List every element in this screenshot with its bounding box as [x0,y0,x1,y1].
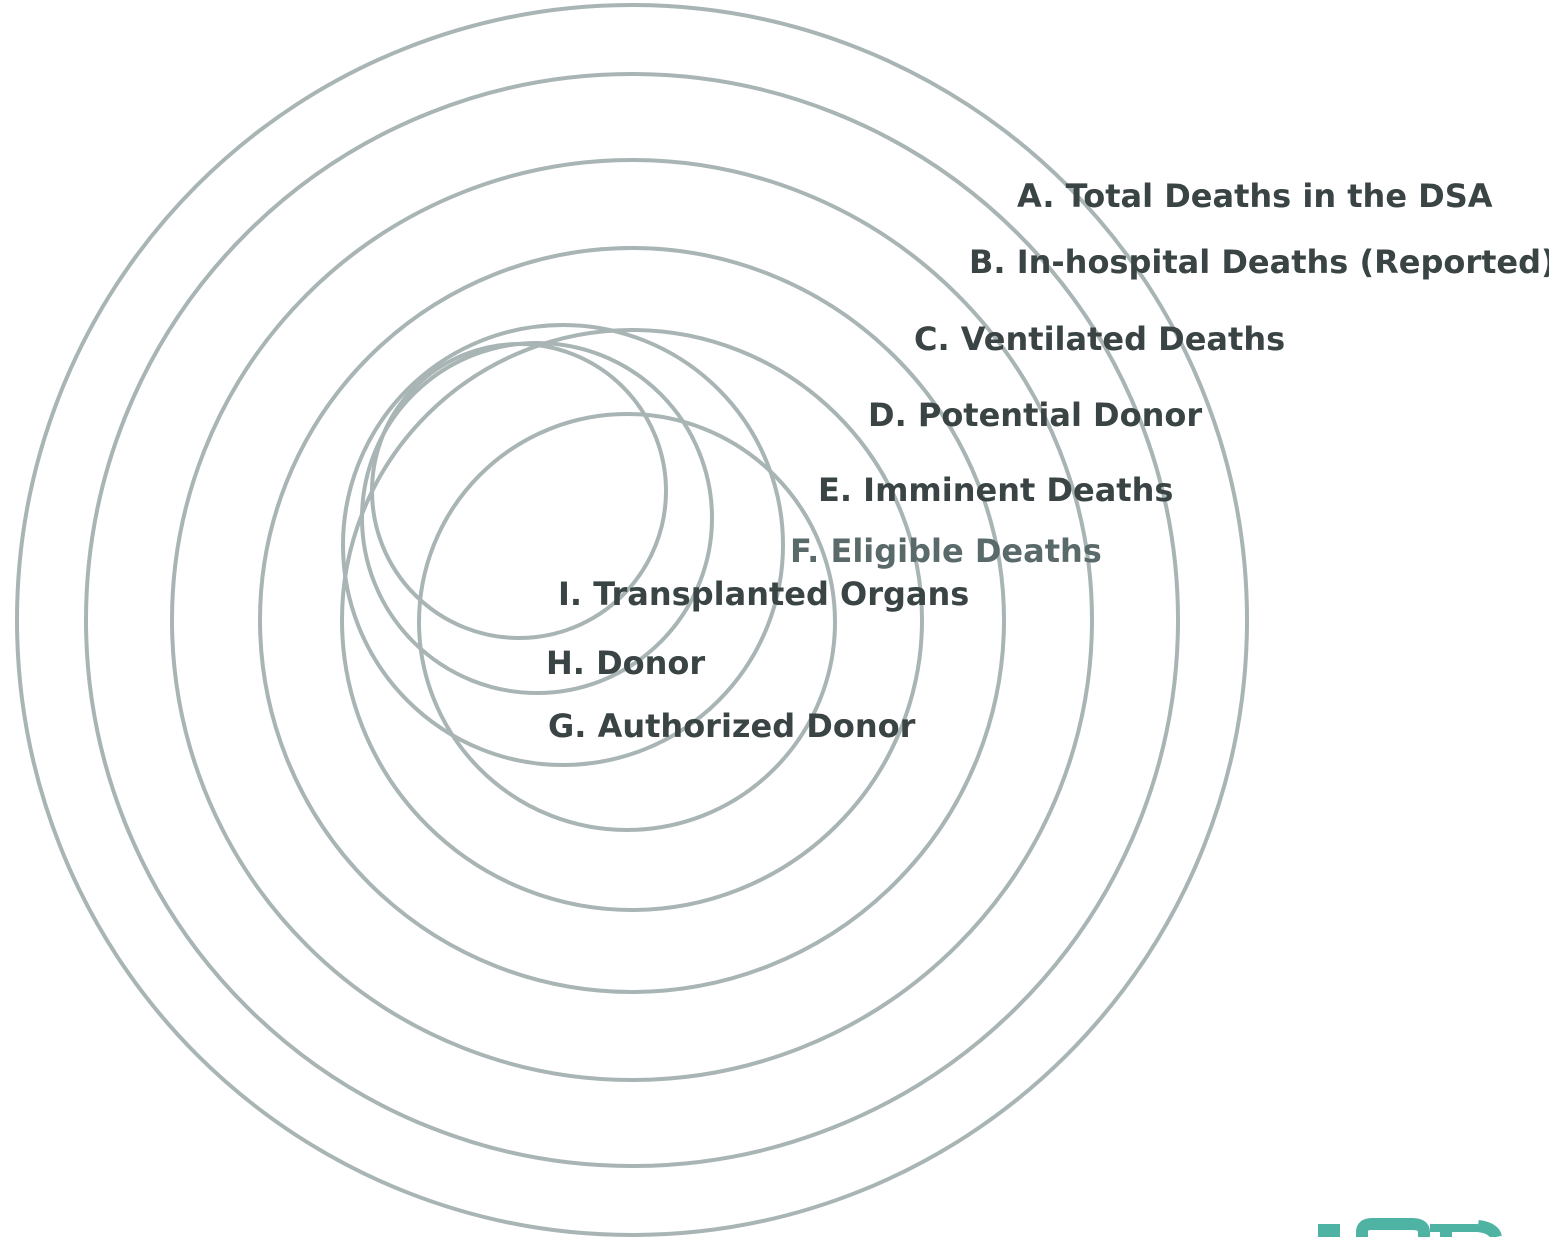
rings-group [15,3,1249,1237]
label-ventilated-deaths: C. Ventilated Deaths [914,320,1285,358]
eligible-deaths-ring [417,412,837,832]
label-transplanted-organs: I. Transplanted Organs [558,575,969,613]
total-deaths-ring [15,3,1249,1237]
logo-arc-2 [1440,1220,1502,1237]
label-authorized-donor: G. Authorized Donor [548,707,916,745]
label-potential-donor: D. Potential Donor [868,396,1202,434]
logo-arc-1 [1356,1218,1430,1237]
ventilated-deaths-ring [170,158,1094,1082]
labels-group: A. Total Deaths in the DSA B. In-hospita… [546,177,1549,745]
authorized-donor-ring [341,323,785,767]
label-imminent-deaths: E. Imminent Deaths [818,471,1173,509]
label-in-hospital-deaths: B. In-hospital Deaths (Reported) [969,243,1549,281]
in-hospital-deaths-ring [84,72,1180,1168]
label-eligible-deaths: F. Eligible Deaths [790,532,1102,570]
logo-bar-1 [1318,1224,1340,1237]
label-total-deaths: A. Total Deaths in the DSA [1017,177,1493,215]
imminent-deaths-ring [340,328,924,912]
transplanted-organs-ring [370,342,668,640]
donor-ring [360,341,714,695]
label-donor: H. Donor [546,644,705,682]
potential-donor-ring [258,246,1006,994]
logo-mark-icon [1318,1218,1502,1237]
logo-bar-2 [1430,1224,1478,1232]
